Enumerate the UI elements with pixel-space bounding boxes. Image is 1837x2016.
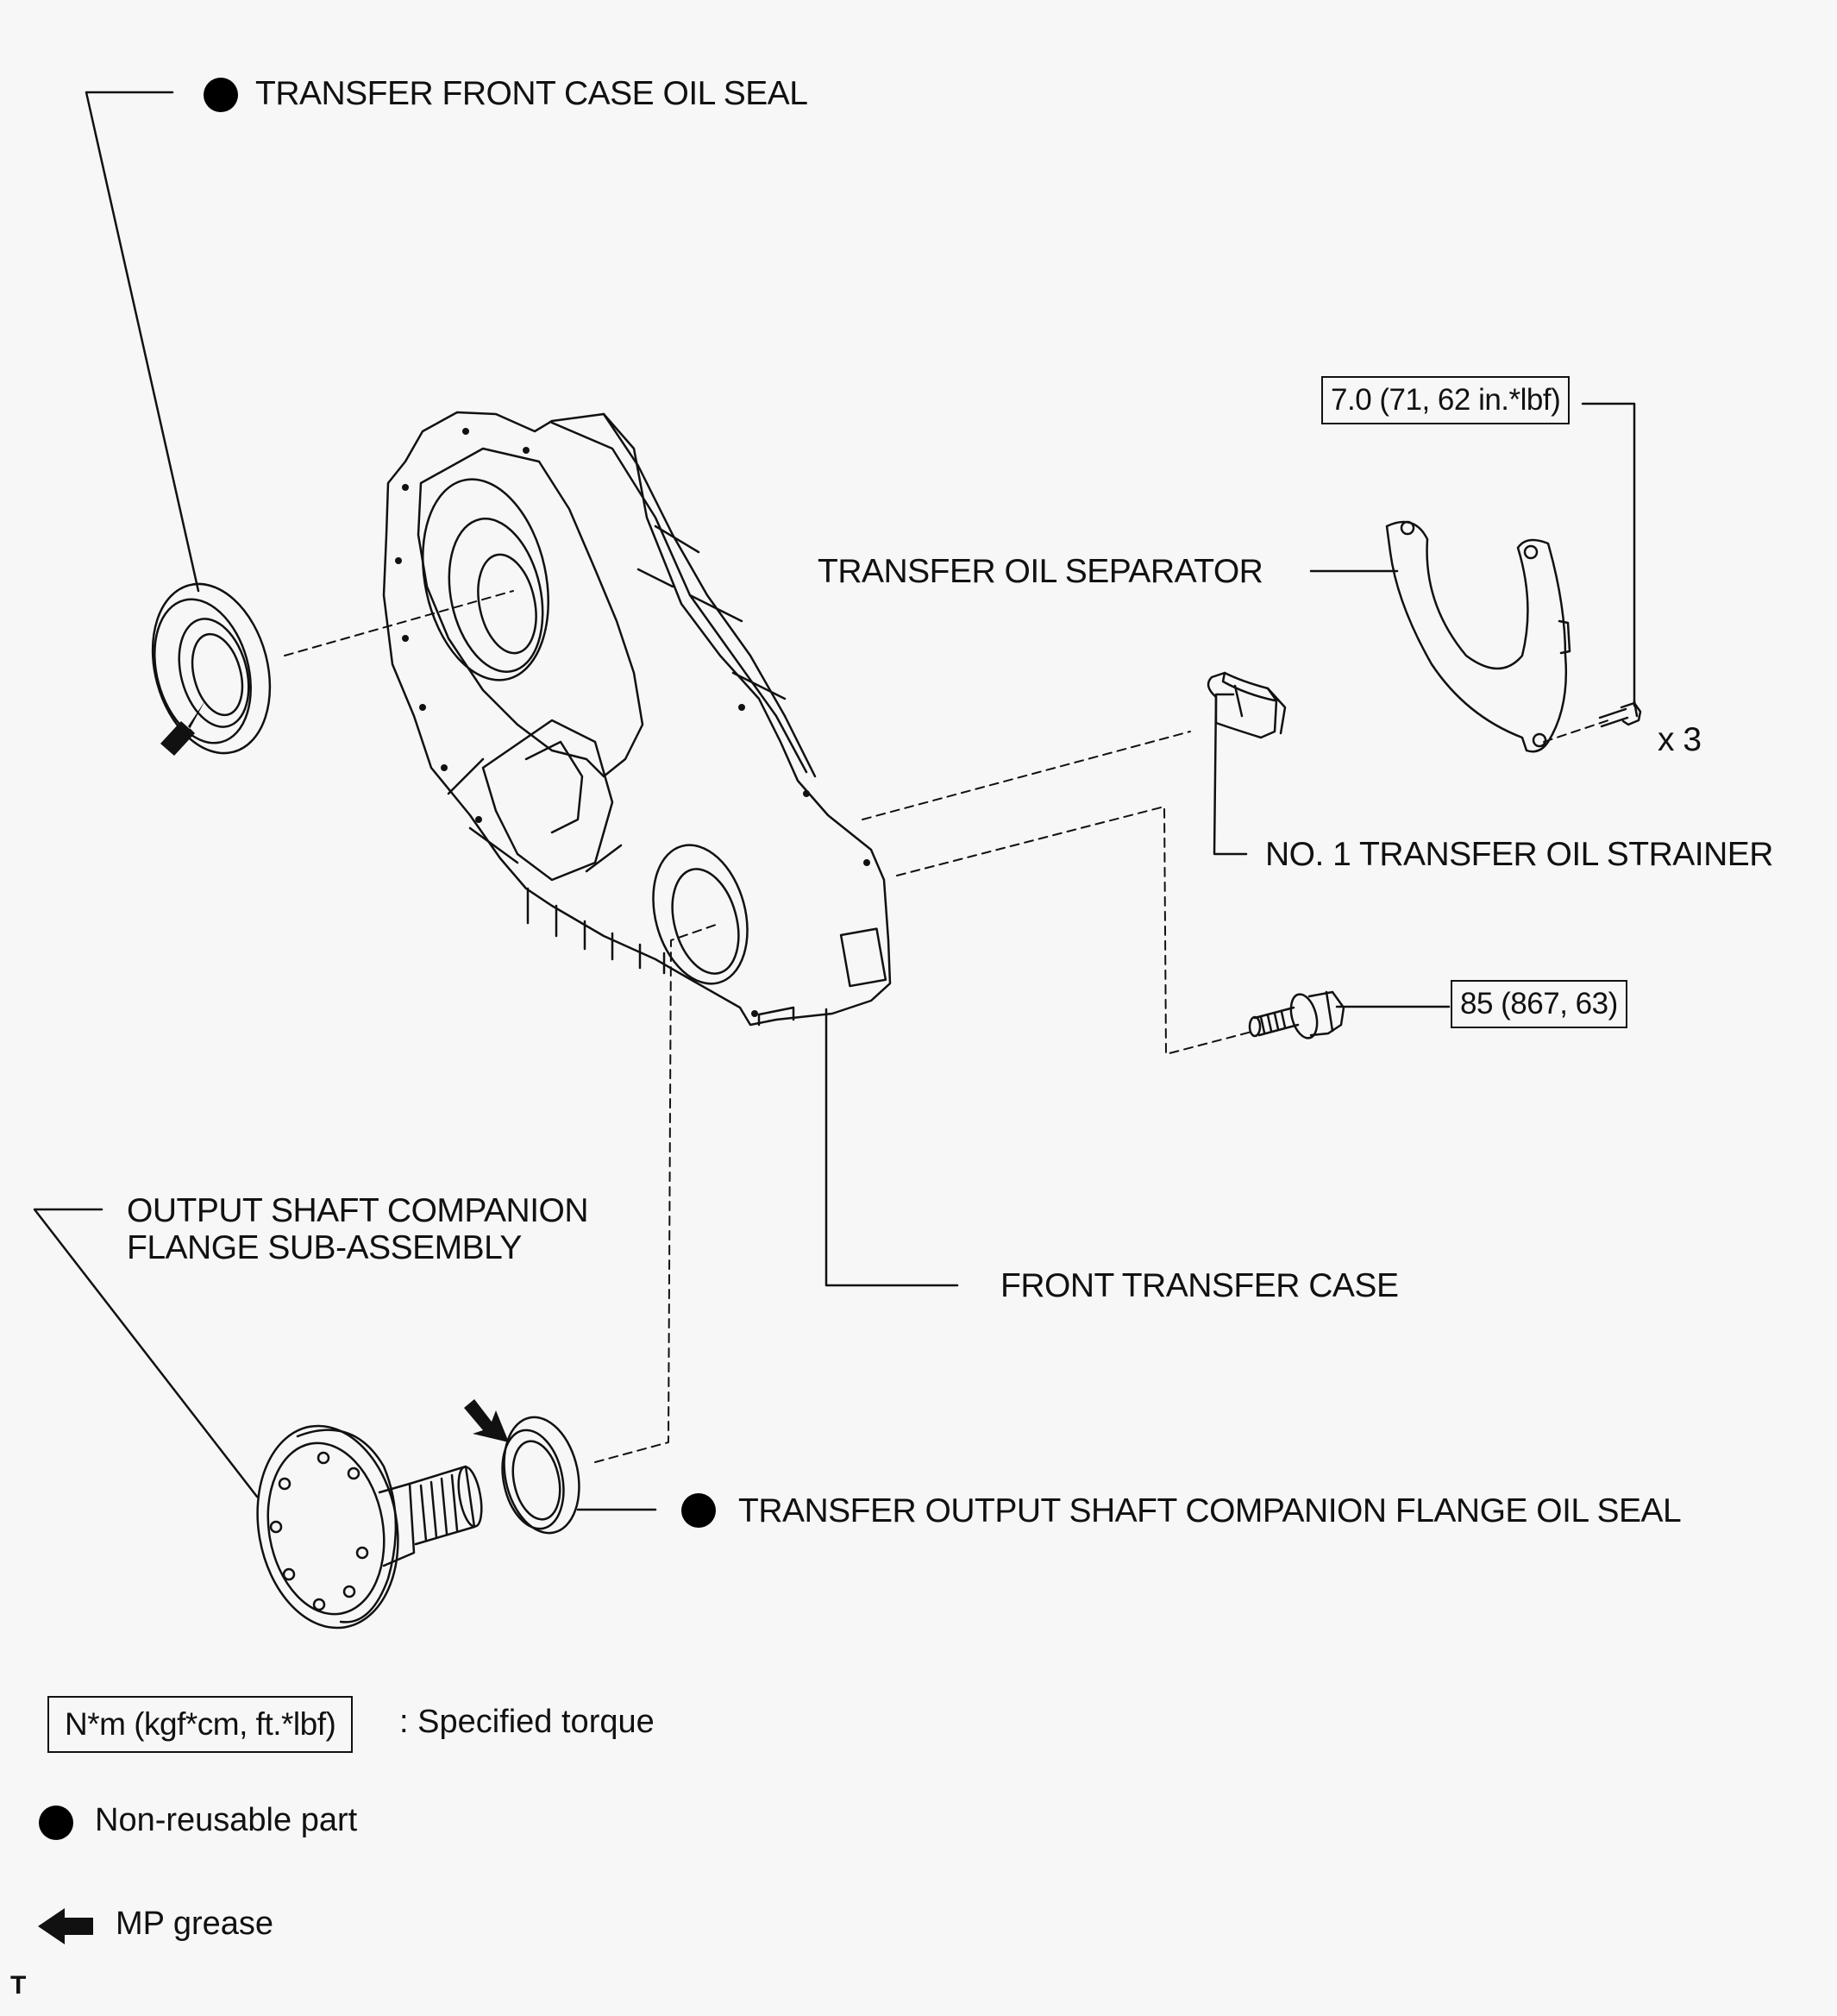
label-flange-oil-seal: TRANSFER OUTPUT SHAFT COMPANION FLANGE O…	[738, 1492, 1682, 1529]
flange-oil-seal	[501, 1416, 580, 1535]
legend-non-reusable-icon	[39, 1806, 73, 1840]
oil-strainer	[1207, 671, 1287, 739]
torque-box-separator-bolt: 7.0 (71, 62 in.*lbf)	[1321, 376, 1571, 424]
legend-non-reusable-label: Non-reusable part	[95, 1802, 358, 1838]
mp-grease-arrow-icon	[38, 1908, 93, 1944]
leader-lines	[33, 91, 1636, 1511]
front-transfer-case	[382, 411, 892, 1027]
label-oil-strainer: NO. 1 TRANSFER OIL STRAINER	[1265, 836, 1773, 873]
label-output-flange-line1: OUTPUT SHAFT COMPANION	[127, 1192, 589, 1229]
non-reusable-marker-icon	[204, 78, 238, 112]
legend-mp-grease-label: MP grease	[116, 1906, 274, 1942]
companion-flange	[256, 1424, 483, 1630]
legend-torque-description: : Specified torque	[399, 1704, 655, 1740]
grease-arrow-icon	[464, 1399, 509, 1442]
non-reusable-marker-icon	[681, 1493, 716, 1528]
label-front-transfer-case: FRONT TRANSFER CASE	[1000, 1267, 1399, 1304]
front-case-oil-seal	[151, 582, 272, 755]
label-quantity: x 3	[1658, 721, 1702, 758]
flange-bolt-holes	[269, 1451, 369, 1611]
case-bolt-holes	[395, 428, 870, 1017]
footer-mark: T	[10, 1971, 26, 2000]
label-oil-separator: TRANSFER OIL SEPARATOR	[818, 553, 1263, 590]
case-bolt	[1248, 990, 1345, 1039]
torque-box-case-bolt: 85 (867, 63)	[1451, 980, 1627, 1028]
oil-separator	[1385, 520, 1571, 753]
dashed-lines	[284, 590, 1609, 1463]
label-front-case-oil-seal: TRANSFER FRONT CASE OIL SEAL	[255, 75, 808, 112]
label-output-flange-line2: FLANGE SUB-ASSEMBLY	[127, 1229, 522, 1266]
legend-torque-box: N*m (kgf*cm, ft.*lbf)	[47, 1696, 354, 1753]
grease-arrow-icon	[160, 700, 205, 756]
separator-bolt	[1598, 700, 1642, 728]
